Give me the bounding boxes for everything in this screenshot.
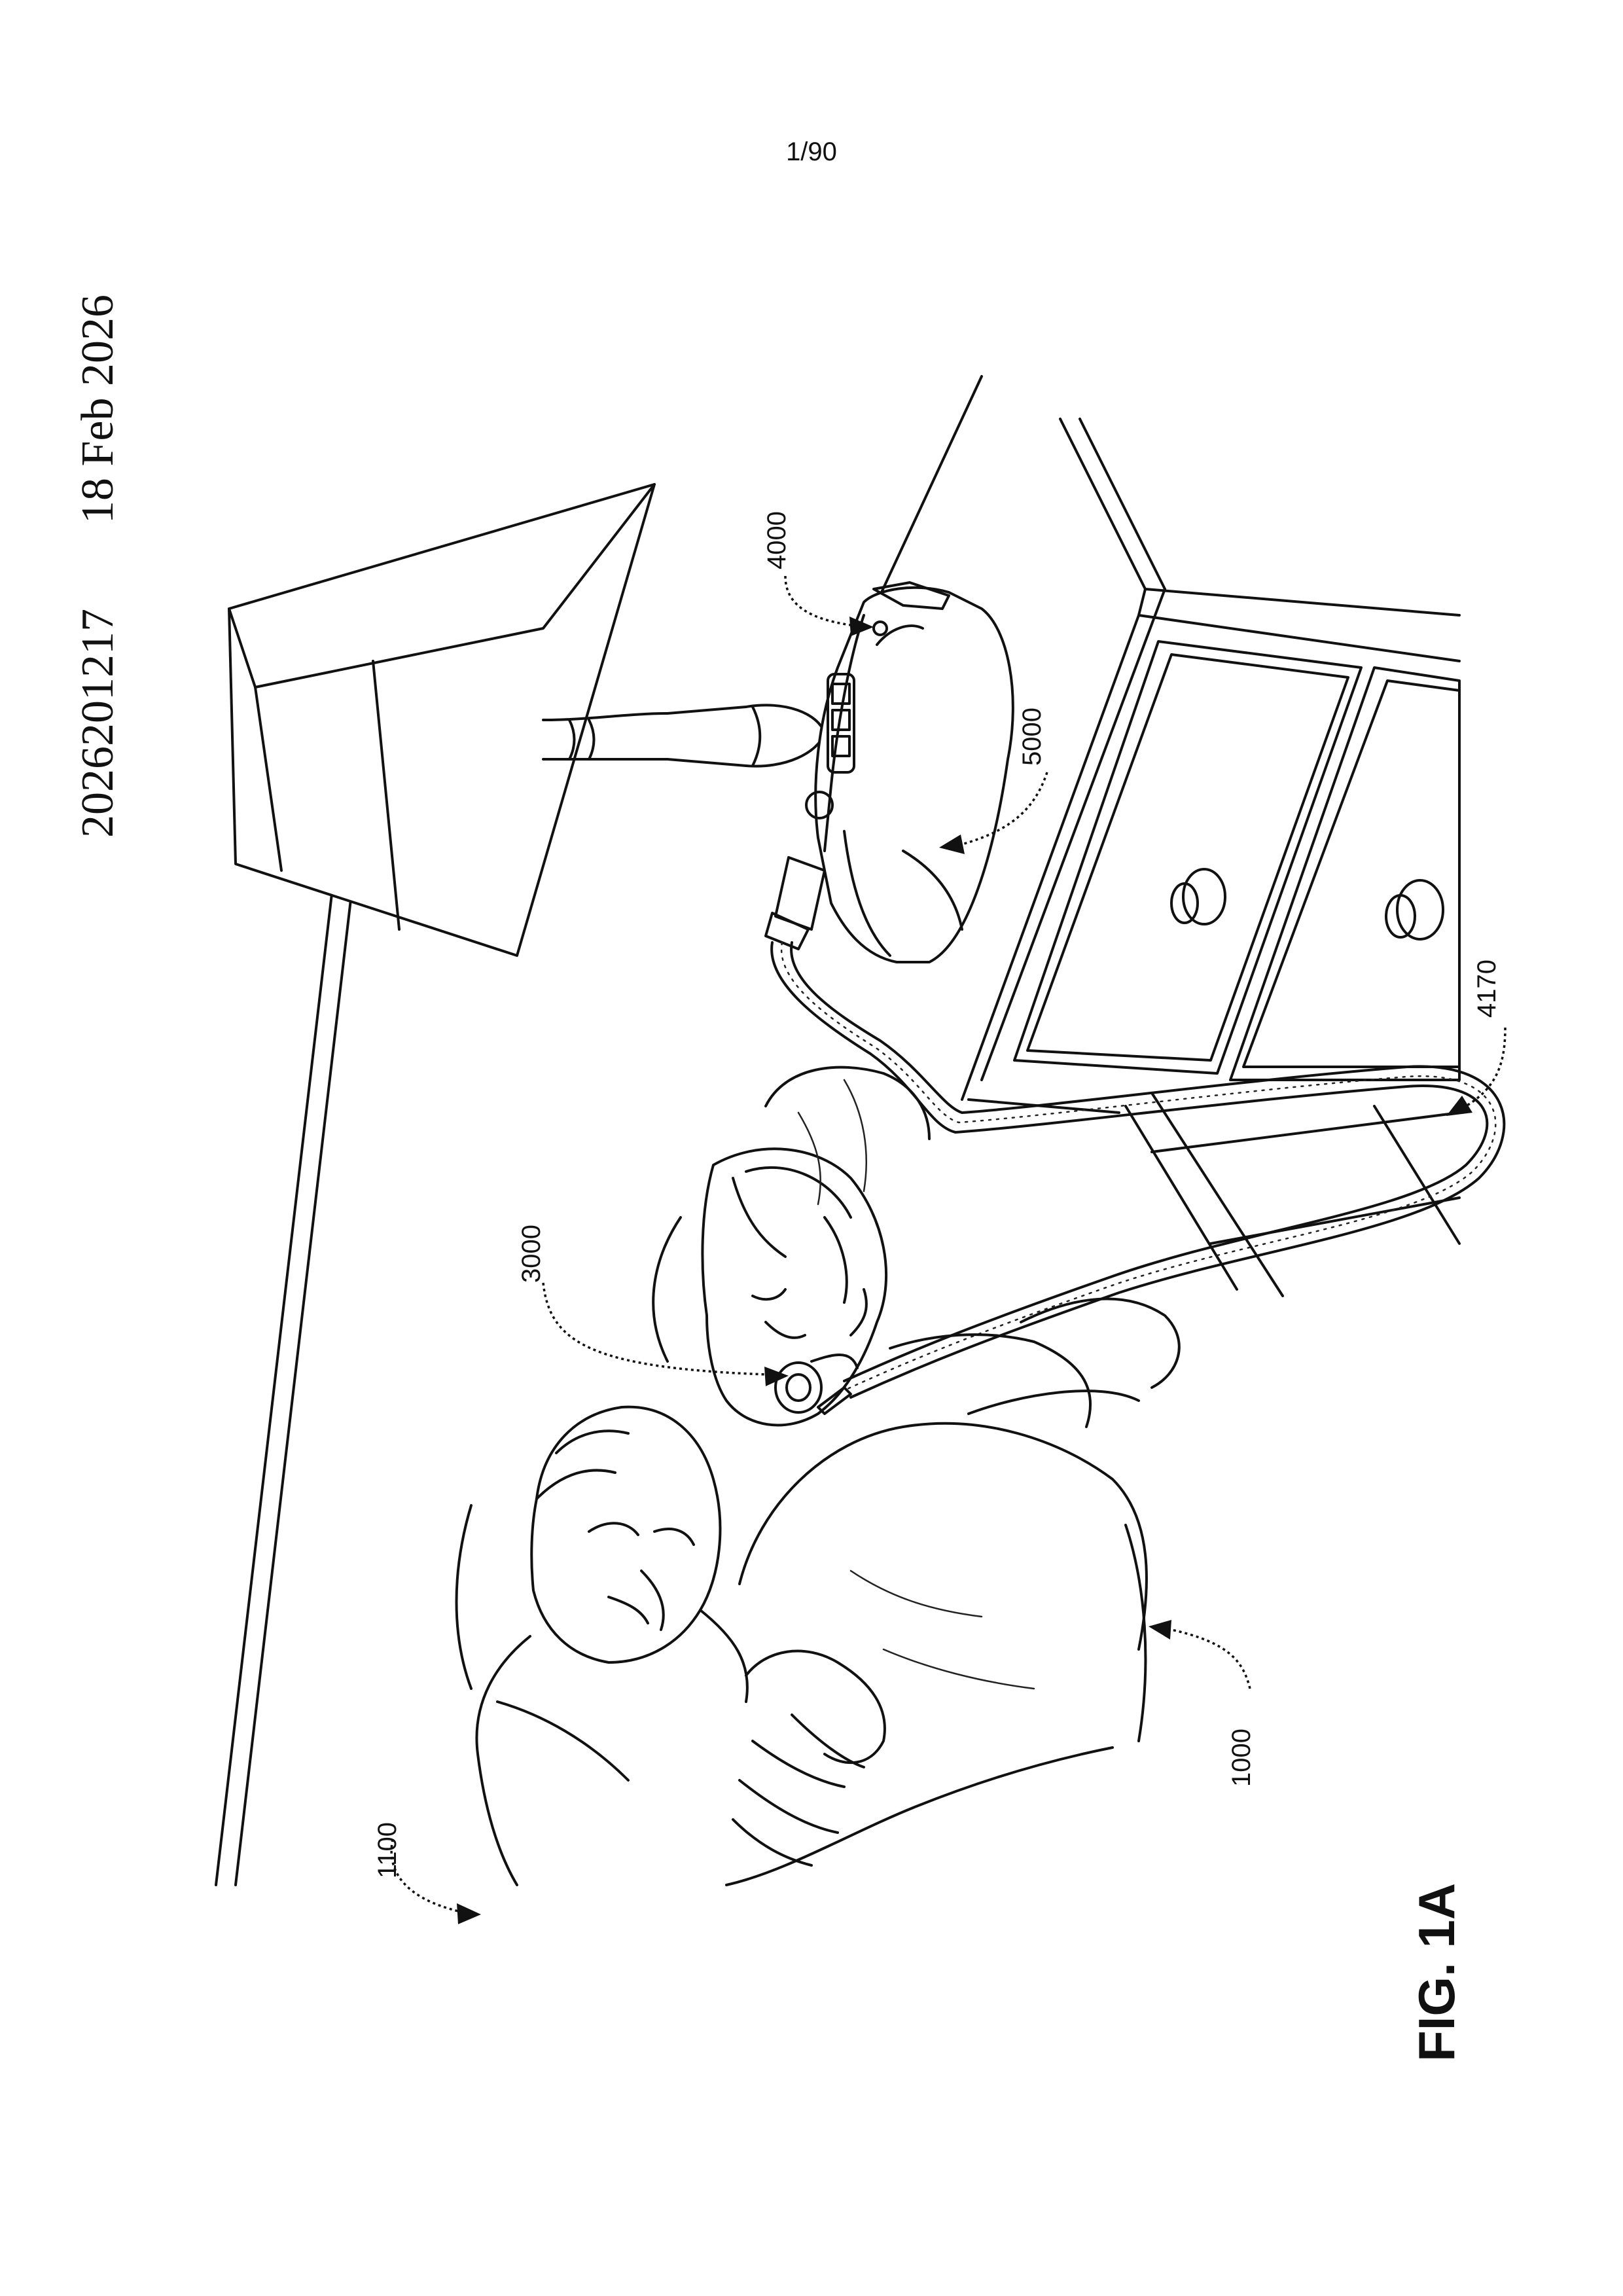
ref-5000: 5000: [1018, 708, 1047, 766]
drawer-knob-lower: [1386, 880, 1443, 939]
rpt-device: [766, 583, 1013, 962]
air-circuit-tube: [772, 942, 1504, 1397]
drawer-knob-upper: [1171, 869, 1225, 924]
ref-4000: 4000: [762, 511, 792, 569]
ref-1000: 1000: [1227, 1729, 1257, 1787]
nightstand: [962, 419, 1459, 1296]
lamp: [229, 484, 825, 956]
ref-4170: 4170: [1472, 960, 1502, 1018]
ref-1100: 1100: [373, 1822, 402, 1878]
figure-label: FIG. 1A: [1407, 1883, 1467, 2062]
ref-3000: 3000: [517, 1225, 546, 1283]
bed-partner-figure: [457, 1407, 1147, 1885]
